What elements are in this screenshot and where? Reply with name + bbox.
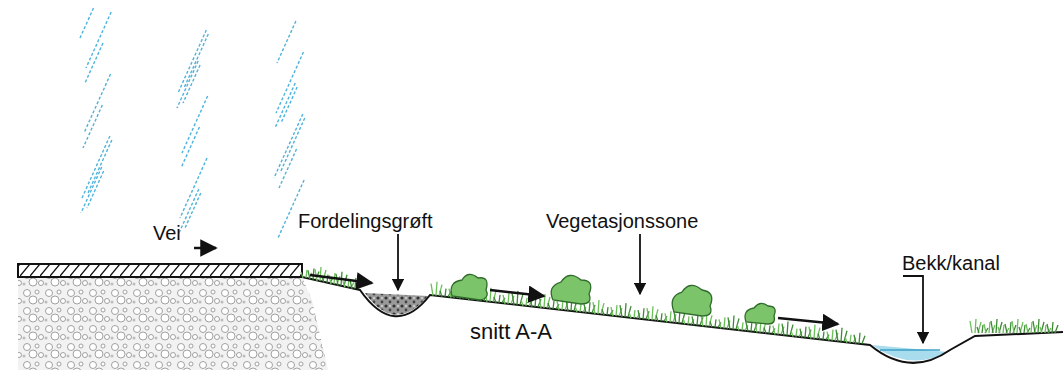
- road-surface: [18, 264, 302, 277]
- ditch-gravel: [365, 293, 428, 315]
- rain-stroke: [84, 74, 111, 133]
- grass-tuft: [854, 333, 865, 344]
- grass-tuft: [1012, 319, 1023, 333]
- grass-tuft: [315, 267, 326, 281]
- grass-tuft: [970, 319, 981, 333]
- rain-stroke: [88, 140, 112, 193]
- rain-stroke: [86, 12, 111, 68]
- rain-stroke: [83, 105, 102, 148]
- grass-tuft: [991, 319, 1002, 333]
- rain-stroke: [81, 167, 102, 213]
- rain-stroke: [185, 193, 201, 228]
- grass-tuft: [1033, 319, 1044, 333]
- rain-stroke: [177, 61, 198, 108]
- water-surface: [880, 349, 940, 351]
- stream-label: Bekk/kanal: [902, 252, 1000, 274]
- road-base: [18, 277, 328, 370]
- rain-stroke: [182, 96, 208, 153]
- rain-stroke: [275, 83, 295, 128]
- rain: [80, 8, 305, 238]
- ditch-label: Fordelingsgrøft: [298, 210, 433, 232]
- flow-arrows: [194, 248, 838, 324]
- grass-tuft: [308, 268, 319, 279]
- road-label: Vei: [153, 222, 181, 244]
- rain-stroke: [281, 87, 297, 123]
- shrubs: [451, 274, 775, 324]
- rain-stroke: [82, 136, 110, 198]
- rain-stroke: [280, 118, 305, 173]
- rain-stroke: [277, 21, 296, 63]
- rain-stroke: [184, 34, 208, 88]
- rain-stroke: [179, 189, 199, 233]
- section-label: snitt A-A: [470, 320, 552, 344]
- grass-tuft: [1047, 322, 1058, 333]
- vegetation-label: Vegetasjonssone: [546, 210, 698, 232]
- ground-line: [302, 277, 1063, 363]
- rain-stroke: [80, 8, 94, 38]
- grass: [301, 267, 1058, 344]
- rain-stroke: [276, 52, 303, 113]
